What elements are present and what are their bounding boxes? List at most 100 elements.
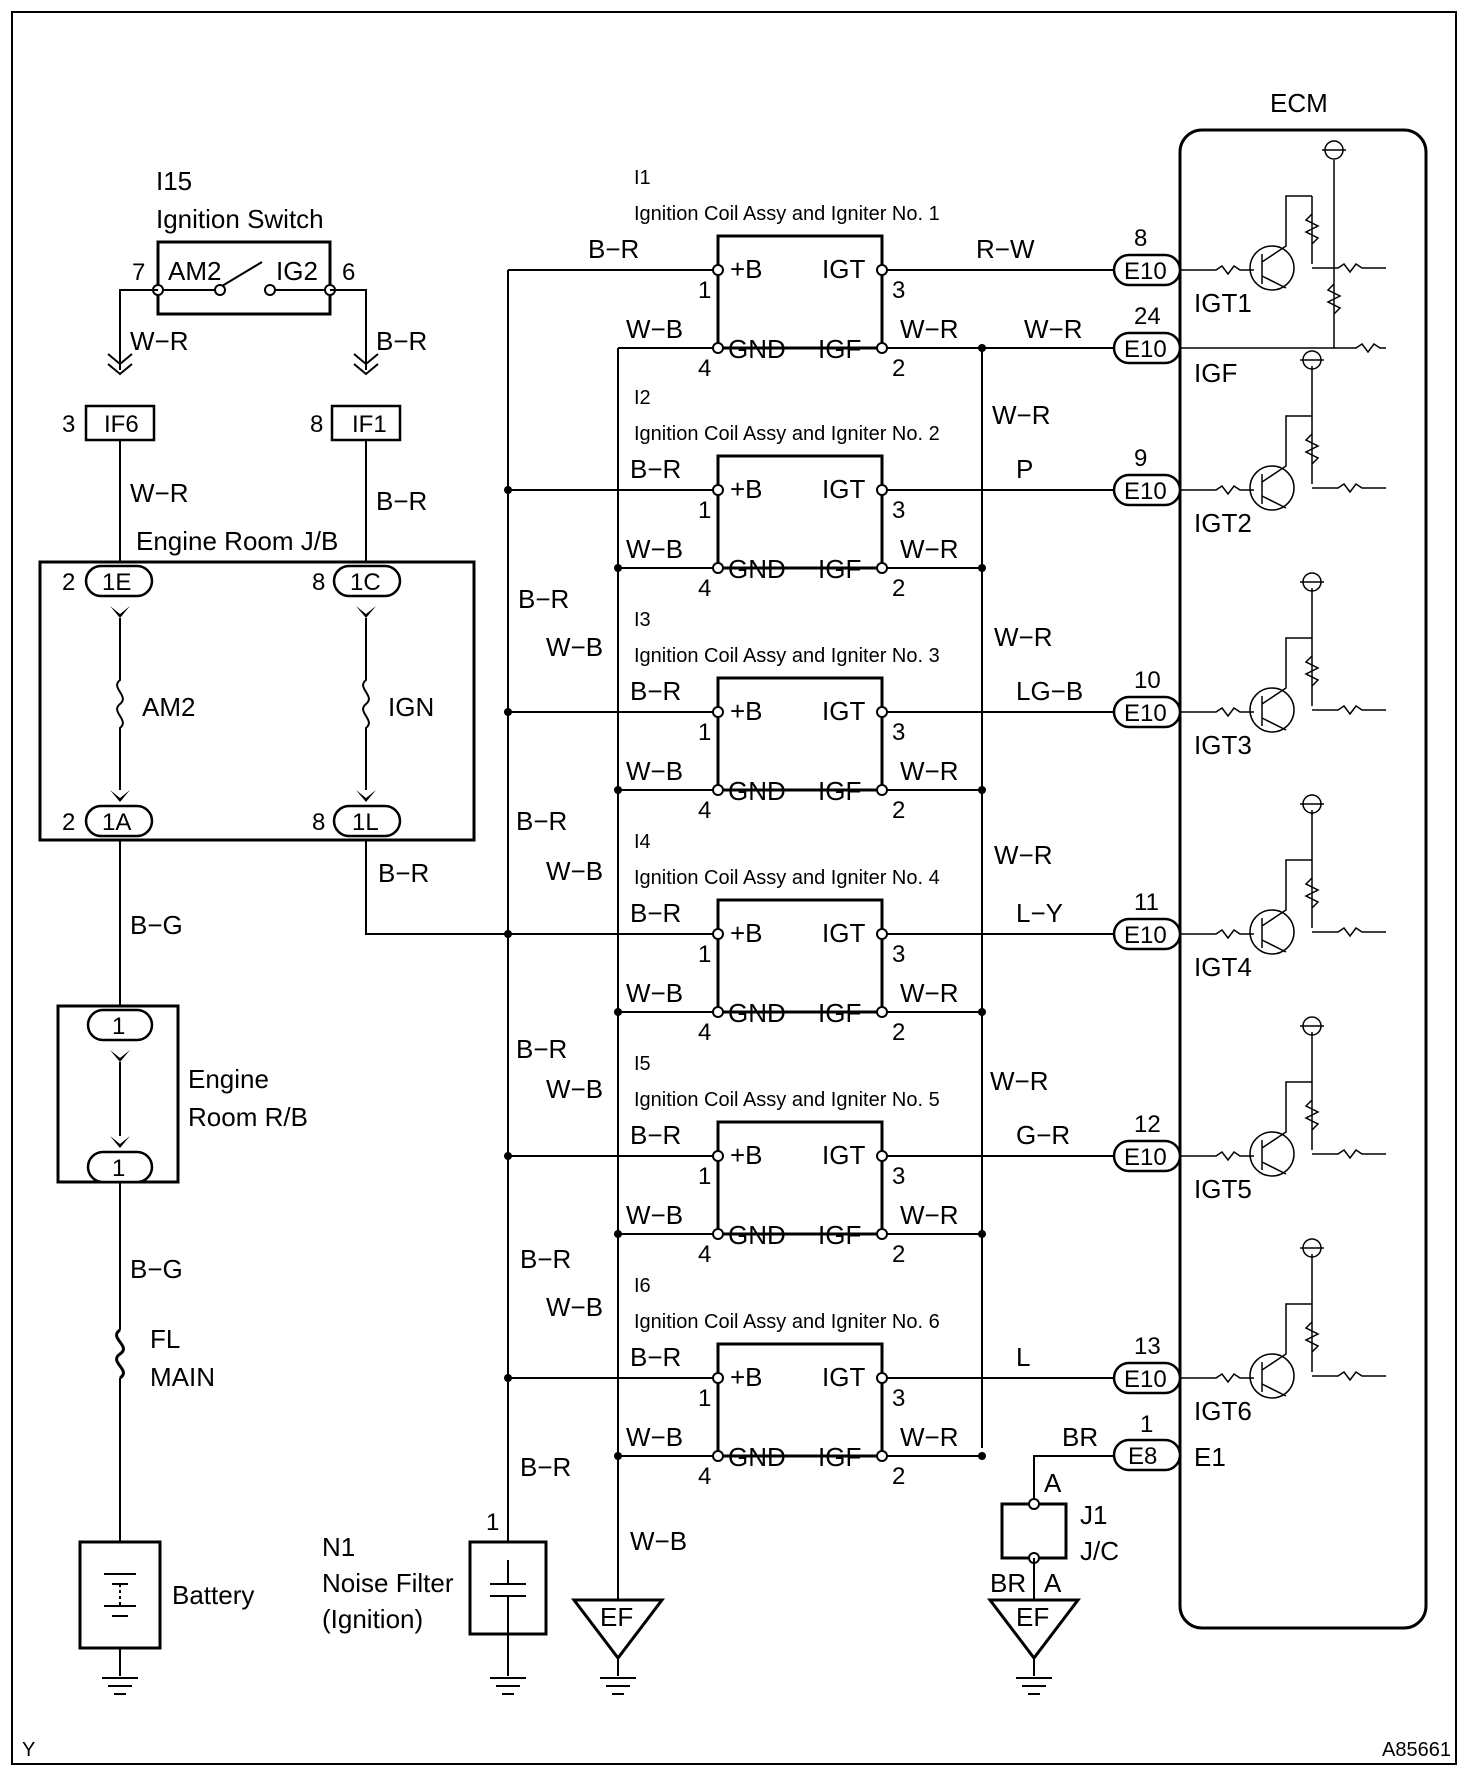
coil-6-name: Ignition Coil Assy and Igniter No. 6: [634, 1311, 940, 1333]
coil-5-igf-term: IGF: [818, 1220, 861, 1250]
ecm-e1-label: E1: [1194, 1442, 1226, 1472]
coil-6-b-wire-label: B−R: [630, 1342, 681, 1372]
coil-6-pin1: 1: [698, 1385, 711, 1412]
connector-e10-6-label: E10: [1124, 1144, 1167, 1171]
coil-5-igt-wire-label: G−R: [1016, 1120, 1070, 1150]
connector-e10-5-pin: 11: [1134, 889, 1159, 916]
connector-arrow-if6-b: [107, 363, 133, 376]
rb-arrow-bottom: [110, 1136, 130, 1148]
connector-e10-4-pin: 10: [1134, 667, 1161, 694]
ecm-igf-pullup: [1326, 283, 1342, 315]
coil-5-box: [716, 1120, 884, 1236]
ecm-transistor-1: [1249, 245, 1295, 291]
battery-label: Battery: [172, 1580, 254, 1610]
coil-3-gnd-term: GND: [728, 776, 786, 806]
coil-2-pin4: 4: [698, 575, 711, 602]
coil-2-name: Ignition Coil Assy and Igniter No. 2: [634, 423, 940, 445]
coil-1-pin1: 1: [698, 277, 711, 304]
coil-5-b-junction: [504, 1152, 512, 1160]
ecm-transistor-5: [1249, 1131, 1295, 1177]
ecm-input-resistor-1: [1180, 264, 1254, 276]
coil-6-gnd-terminal: [712, 1450, 724, 1462]
coil-3-gnd-wire-label: W−B: [626, 756, 683, 786]
coil-5-gnd-term: GND: [728, 1220, 786, 1250]
coil-3-igf-wire-label: W−R: [900, 756, 959, 786]
coil-1-id: I1: [634, 167, 651, 189]
coil-2-igt-wire-label: P: [1016, 454, 1033, 484]
ecm-pullup-resistor-5: [1304, 1099, 1320, 1131]
coil-3-igt-terminal: [876, 706, 888, 718]
rb-arrow-top: [110, 1050, 130, 1062]
ecm-emitter-2: [1261, 495, 1287, 509]
wire-label-wr-2: W−R: [130, 478, 189, 508]
ecm-output-1: IGT1: [1194, 288, 1252, 318]
coil-3-igt-wire-label: LG−B: [1016, 676, 1083, 706]
coil-1-gnd-wire-label: W−B: [626, 314, 683, 344]
jb-1l-pin: 8: [312, 809, 325, 836]
bus-label-wb-4: W−B: [546, 1292, 603, 1322]
coil-4-pin1: 1: [698, 941, 711, 968]
coil-4-b-term: +B: [730, 918, 763, 948]
ecm-input-resistor-6: [1180, 1372, 1254, 1384]
wire-1l-to-bus: [365, 840, 508, 935]
coil-4-box: [716, 898, 884, 1014]
ecm-emitter-4: [1261, 939, 1287, 953]
coil-3-pin1: 1: [698, 719, 711, 746]
coil-1-b-wire-label: B−R: [588, 234, 639, 264]
coil-3-b-terminal: [712, 706, 724, 718]
coil-6-b-junction: [504, 1374, 512, 1382]
bus-label-br-2: B−R: [516, 806, 567, 836]
coil-4-b-junction: [504, 930, 512, 938]
coil-2-gnd-term: GND: [728, 554, 786, 584]
jc-id: J1: [1080, 1500, 1107, 1530]
coil-5-igf-junction: [978, 1230, 986, 1238]
ecm-output-2: IGF: [1194, 358, 1237, 388]
connector-arrow-if1-a: [353, 353, 379, 366]
coil-6-igf-junction: [978, 1452, 986, 1460]
ecm-emitter-1: [1261, 275, 1287, 289]
wire-label-bg-2: B−G: [130, 1254, 183, 1284]
coil-2-pin1: 1: [698, 497, 711, 524]
engine-room-jb-title: Engine Room J/B: [136, 526, 338, 556]
coil-2-box: [716, 454, 884, 570]
coil-2-igt-term: IGT: [822, 474, 865, 504]
ecm-emitter-6: [1261, 1383, 1287, 1397]
connector-if1-pin: 8: [310, 411, 323, 438]
connector-e10-4-label: E10: [1124, 700, 1167, 727]
coil-6-id: I6: [634, 1275, 651, 1297]
ecm-output-resistor-1: [1312, 262, 1386, 274]
fl-main-line1: FL: [150, 1324, 180, 1354]
coil-4-igt-wire-label: L−Y: [1016, 898, 1063, 928]
coil-2-gnd-junction: [614, 564, 622, 572]
coil-5-pin2: 2: [892, 1241, 905, 1268]
ecm-pullup-resistor-6: [1304, 1321, 1320, 1353]
wire-label-brown-2: BR: [990, 1568, 1026, 1598]
jb-1c-pin: 8: [312, 569, 325, 596]
ecm-pullup-resistor-2: [1304, 433, 1320, 465]
coil-2-b-terminal: [712, 484, 724, 496]
ecm-box: [1178, 128, 1428, 1630]
connector-arrow-if6-a: [107, 353, 133, 366]
jb-connector-1c-label: 1C: [350, 569, 381, 596]
ecm-collector-3: [1261, 637, 1312, 705]
coil-3-pin3: 3: [892, 719, 905, 746]
bus-label-br-3: B−R: [516, 1034, 567, 1064]
coil-3-igf-junction: [978, 786, 986, 794]
bus-label-wb-2: W−B: [546, 856, 603, 886]
jb-connector-1l: [332, 804, 402, 838]
bus-label-wr-2: W−R: [994, 622, 1053, 652]
ecm-collector-6: [1261, 1303, 1312, 1371]
coil-4-id: I4: [634, 831, 651, 853]
coil-1-gnd-terminal: [712, 342, 724, 354]
coil-5-gnd-junction: [614, 1230, 622, 1238]
coil-4-pin4: 4: [698, 1019, 711, 1046]
jb-connector-1a: [84, 804, 154, 838]
connector-if1: [330, 404, 402, 442]
ecm-input-resistor-2: [1180, 484, 1254, 496]
rb-title-line1: Engine: [188, 1064, 269, 1094]
jc-pin-bottom: A: [1044, 1568, 1062, 1598]
coil-1-igt-wire-label: R−W: [976, 234, 1035, 264]
switch-contact-left: [214, 284, 226, 296]
bus-label-wr-4: W−R: [990, 1066, 1049, 1096]
coil-4-igf-terminal: [876, 1006, 888, 1018]
